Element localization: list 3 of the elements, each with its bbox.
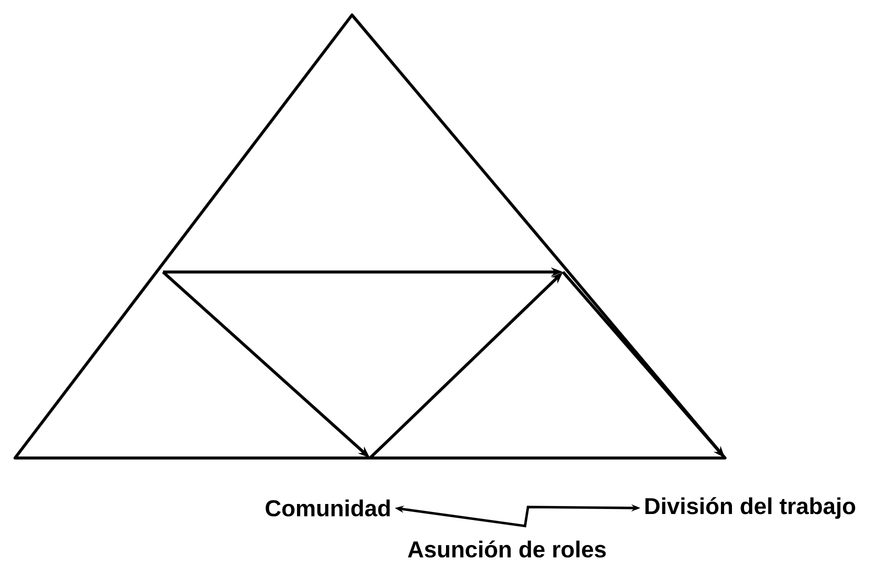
term-label: Comunidad [266,500,390,516]
term-label: División del trabajo [645,497,856,519]
edge-label: Asunción de roles [406,539,608,559]
